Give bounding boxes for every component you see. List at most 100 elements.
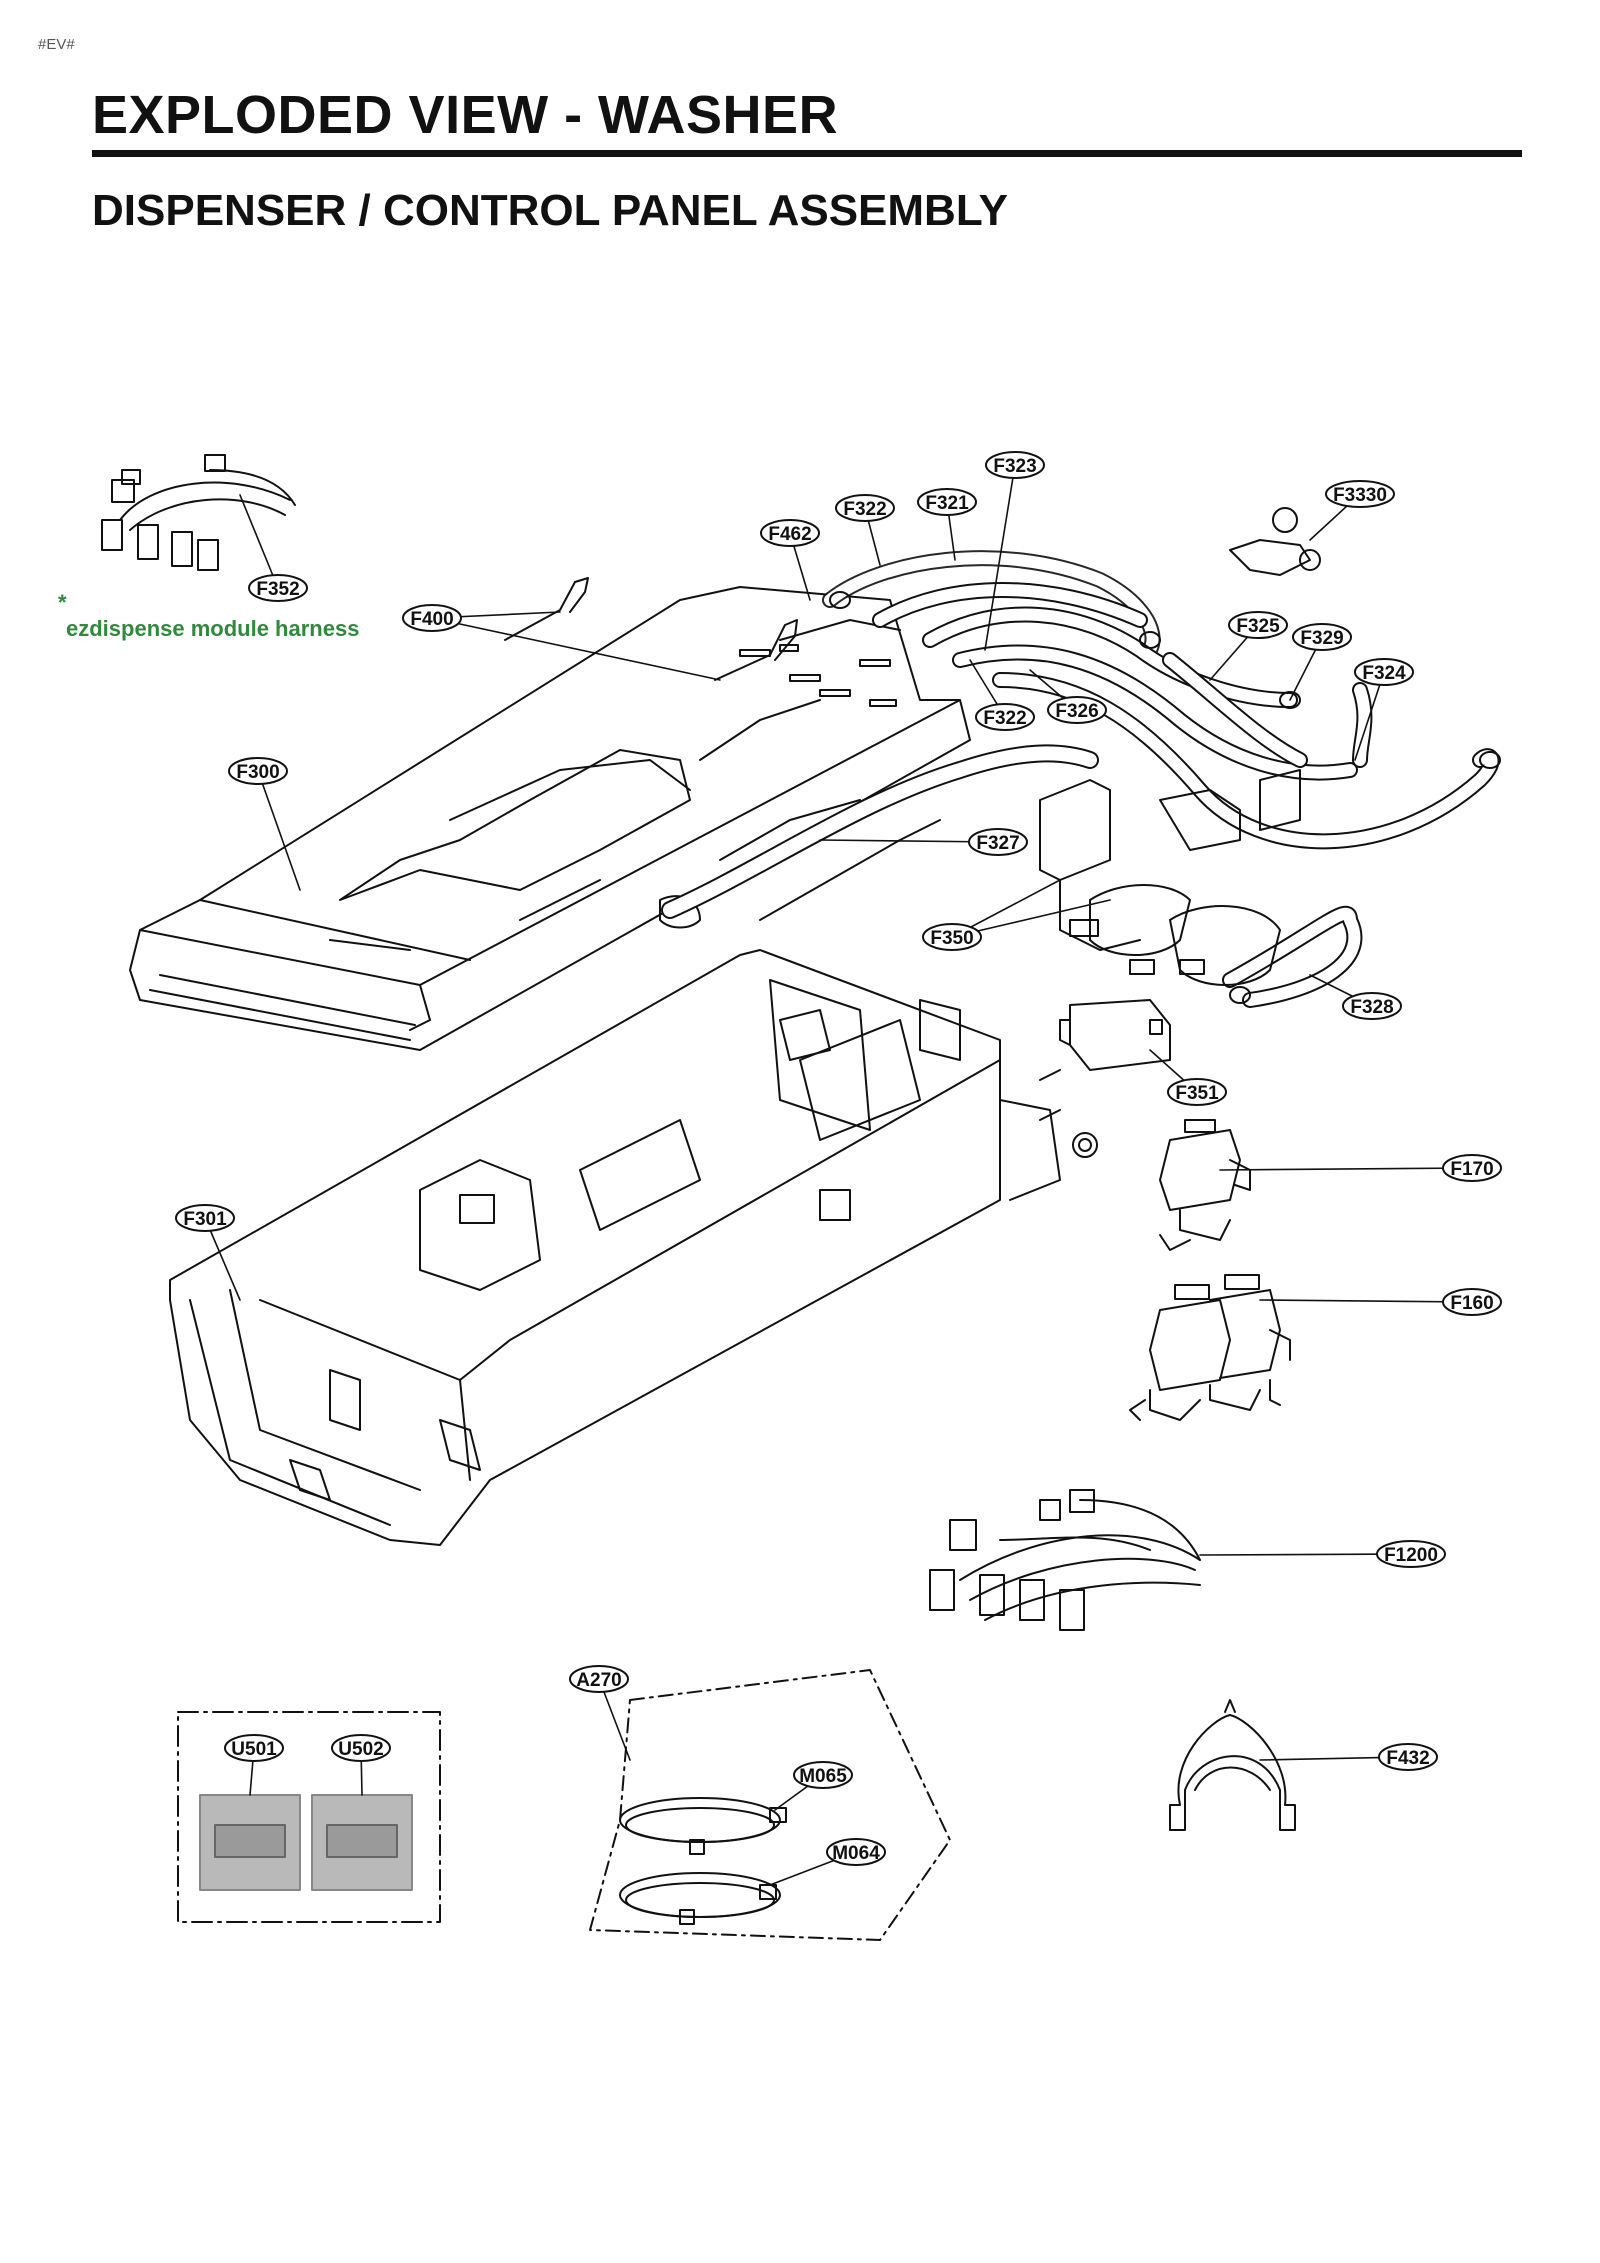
- callout-label: F324: [1362, 663, 1406, 684]
- callout-label: U502: [338, 1739, 383, 1760]
- callout-f351: F351: [1167, 1078, 1227, 1106]
- callout-label: F328: [1350, 997, 1393, 1018]
- callout-ellipse: [975, 703, 1035, 731]
- callout-label: A270: [576, 1670, 621, 1691]
- hoses-drawing: [661, 507, 1501, 1008]
- callout-ellipse: [331, 1734, 391, 1762]
- callout-f160: F160: [1442, 1288, 1502, 1316]
- callout-label: F400: [410, 609, 453, 630]
- callout-f322b: F322: [975, 703, 1035, 731]
- title-rule: [92, 150, 1522, 157]
- dispenser-cover-f300-drawing: [129, 586, 971, 1051]
- note-text: ezdispense module harness: [66, 616, 360, 641]
- callout-f321: F321: [917, 488, 977, 516]
- callout-label: U501: [231, 1739, 277, 1760]
- callout-ellipse: [985, 451, 1045, 479]
- callout-ellipse: [1376, 1540, 1446, 1568]
- callout-f400: F400: [402, 604, 462, 632]
- callout-ellipse: [968, 828, 1028, 856]
- callout-ellipse: [1354, 658, 1414, 686]
- callout-label: F325: [1236, 616, 1280, 637]
- callout-ellipse: [402, 604, 462, 632]
- callout-f350: F350: [922, 923, 982, 951]
- callout-f325: F325: [1228, 611, 1288, 639]
- callout-f432: F432: [1378, 1743, 1438, 1771]
- leader-line-f400: [431, 617, 721, 681]
- callout-label: M064: [832, 1843, 880, 1864]
- leader-line-f300: [257, 770, 301, 891]
- callout-f300: F300: [228, 757, 288, 785]
- leader-line-f352: [239, 494, 279, 589]
- callout-label: F160: [1450, 1293, 1493, 1314]
- callout-ellipse: [1442, 1288, 1502, 1316]
- clip-f400-drawing: [504, 577, 798, 681]
- kit-a270-drawing: [589, 1669, 951, 1941]
- callout-f326: F326: [1047, 696, 1107, 724]
- page-title: EXPLODED VIEW - WASHER: [92, 85, 839, 145]
- harness-f1200-drawing: [929, 1489, 1201, 1631]
- callout-ellipse: [1047, 696, 1107, 724]
- callout-f301: F301: [175, 1204, 235, 1232]
- harness-f352-drawing: [101, 454, 296, 571]
- leader-line-f324: [1354, 671, 1385, 761]
- callout-ellipse: [228, 757, 288, 785]
- callout-f322a: F322: [835, 494, 895, 522]
- note-marker: *: [58, 590, 67, 615]
- callout-ellipse: [917, 488, 977, 516]
- callout-label: F322: [983, 708, 1026, 729]
- leader-line-f323: [984, 464, 1016, 651]
- callout-f3330: F3330: [1325, 480, 1395, 508]
- callout-u502: U502: [331, 1734, 391, 1762]
- callout-f328: F328: [1342, 992, 1402, 1020]
- callout-ellipse: [569, 1665, 629, 1693]
- callout-ellipse: [1167, 1078, 1227, 1106]
- dispenser-housing-f301-drawing: [169, 949, 1098, 1546]
- callout-ellipse: [826, 1838, 886, 1866]
- callout-label: F323: [993, 456, 1036, 477]
- valve-assembly-f350-drawing: [1039, 769, 1301, 986]
- callout-ellipse: [1378, 1743, 1438, 1771]
- valve-f160-drawing: [1129, 1274, 1291, 1421]
- callout-ellipse: [1228, 611, 1288, 639]
- callout-ellipse: [1325, 480, 1395, 508]
- callout-label: F350: [930, 928, 973, 949]
- callout-ellipse: [1292, 623, 1352, 651]
- callout-label: F432: [1386, 1748, 1429, 1769]
- labels-box-drawing: [177, 1711, 441, 1923]
- page-tag: #EV#: [38, 36, 75, 53]
- callout-f323: F323: [985, 451, 1045, 479]
- callout-ellipse: [922, 923, 982, 951]
- callout-label: F326: [1055, 701, 1098, 722]
- callout-label: F300: [236, 762, 279, 783]
- callout-label: M065: [799, 1766, 847, 1787]
- callout-f352: F352: [248, 574, 308, 602]
- callout-label: F1200: [1384, 1545, 1438, 1566]
- callout-m064: M064: [826, 1838, 886, 1866]
- callout-f462: F462: [760, 519, 820, 547]
- callout-label: F322: [843, 499, 886, 520]
- callout-label: F170: [1450, 1159, 1493, 1180]
- callout-f170: F170: [1442, 1154, 1502, 1182]
- callout-f324: F324: [1354, 658, 1414, 686]
- callout-f327: F327: [968, 828, 1028, 856]
- callout-ellipse: [793, 1761, 853, 1789]
- leader-line-f170: [1219, 1167, 1473, 1171]
- callout-f1200: F1200: [1376, 1540, 1446, 1568]
- callout-ellipse: [760, 519, 820, 547]
- valve-f170-drawing: [1159, 1119, 1251, 1251]
- callout-ellipse: [175, 1204, 235, 1232]
- callout-a270: A270: [569, 1665, 629, 1693]
- callout-u501: U501: [224, 1734, 284, 1762]
- callout-label: F3330: [1333, 485, 1387, 506]
- callout-label: F329: [1300, 628, 1343, 649]
- callout-label: F321: [925, 493, 969, 514]
- callout-label: F351: [1175, 1083, 1219, 1104]
- callout-m065: M065: [793, 1761, 853, 1789]
- callout-ellipse: [1342, 992, 1402, 1020]
- module-f351-drawing: [1059, 999, 1171, 1071]
- callout-ellipse: [835, 494, 895, 522]
- page-subtitle: DISPENSER / CONTROL PANEL ASSEMBLY: [92, 186, 1009, 235]
- callout-f329: F329: [1292, 623, 1352, 651]
- clip-f432-drawing: [1169, 1699, 1296, 1831]
